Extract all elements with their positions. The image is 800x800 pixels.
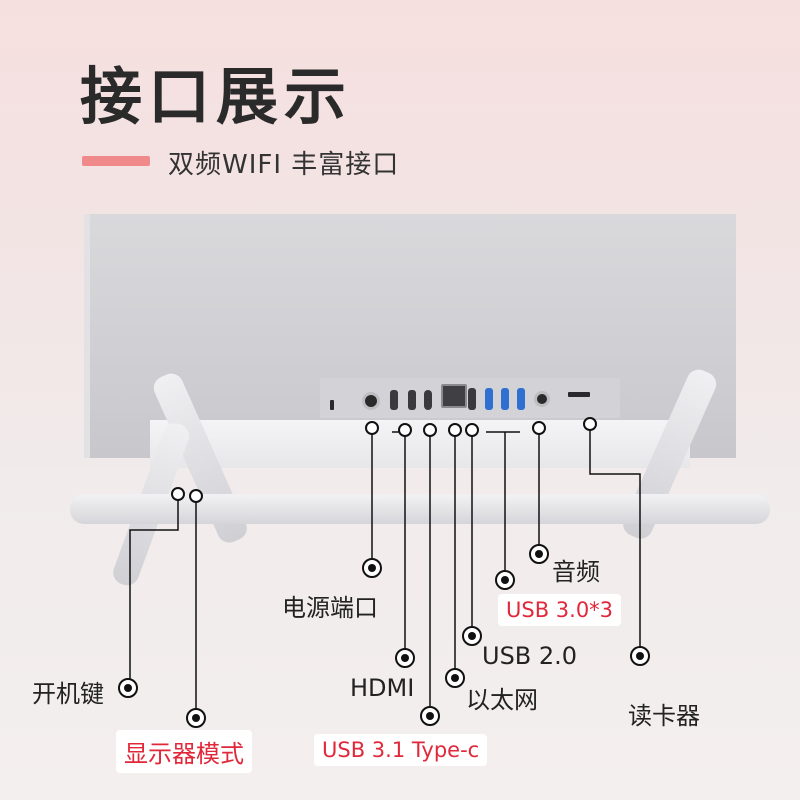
label-usb31: USB 3.1 Type-c xyxy=(314,734,488,766)
label-card-reader: 读卡器 xyxy=(628,702,700,730)
label-power-button: 开机键 xyxy=(32,680,104,708)
power-port xyxy=(362,392,380,410)
label-ethernet: 以太网 xyxy=(466,686,538,714)
label-usb20: USB 2.0 xyxy=(482,642,578,670)
page-title: 接口展示 xyxy=(80,60,353,133)
usb30-port-3 xyxy=(517,388,525,410)
card-reader-slot xyxy=(568,392,590,397)
lock-slot xyxy=(330,400,334,410)
marker-power-port xyxy=(365,421,379,435)
label-power-port: 电源端口 xyxy=(282,594,378,622)
usb-c-port xyxy=(424,390,432,410)
label-hdmi: HDMI xyxy=(350,674,415,702)
usb20-port xyxy=(468,388,476,410)
usb30-port-1 xyxy=(485,388,493,410)
label-usb30: USB 3.0*3 xyxy=(498,594,622,626)
usb30-port-2 xyxy=(501,388,509,410)
monitor-bottom-bezel xyxy=(150,420,690,468)
stand-crossbar xyxy=(70,494,770,524)
hdmi-port-1 xyxy=(390,390,398,410)
hdmi-port-2 xyxy=(408,390,416,410)
page-subtitle: 双频WIFI 丰富接口 xyxy=(168,150,400,180)
label-display-mode: 显示器模式 xyxy=(116,730,252,773)
title-accent-bar xyxy=(82,156,150,166)
audio-jack xyxy=(534,391,550,407)
label-audio: 音频 xyxy=(552,558,600,586)
ethernet-port xyxy=(441,384,467,408)
